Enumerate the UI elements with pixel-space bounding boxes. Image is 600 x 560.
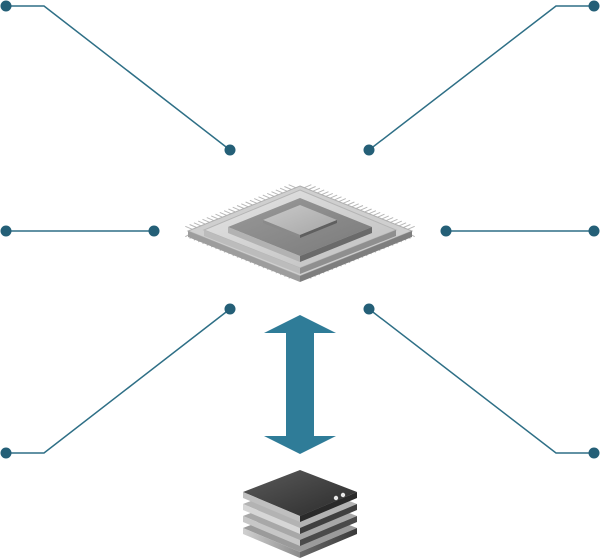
connector-bottom-left: [6, 308, 231, 454]
chip-pin: [223, 210, 232, 215]
chip-pin: [321, 191, 329, 196]
node-bottom-right-inner: [363, 303, 375, 315]
bidirectional-arrow-icon: [264, 315, 336, 454]
memory-stack-icon: [243, 470, 357, 558]
chip-pin: [267, 192, 275, 197]
node-top-left-inner: [224, 144, 236, 156]
chip-pin: [355, 205, 364, 209]
chip-pin: [215, 213, 223, 218]
chip-pin: [219, 211, 227, 216]
chip-pin: [271, 191, 279, 196]
chip-pin: [390, 218, 398, 223]
chip-pin: [275, 189, 283, 194]
chip-pin: [254, 198, 262, 203]
node-middle-left-outer: [0, 225, 12, 237]
chip-pin: [228, 208, 236, 213]
node-bottom-right-outer: [588, 447, 600, 459]
node-top-left-outer: [0, 0, 12, 12]
chip-pin: [308, 186, 316, 190]
connector-top-left: [6, 5, 231, 151]
chip-pin: [245, 201, 253, 206]
chip-pin: [198, 220, 206, 225]
chip-pin: [373, 211, 381, 216]
node-middle-right-outer: [588, 225, 600, 237]
connector-lines: [6, 5, 594, 454]
arrow-shape: [264, 315, 336, 454]
chip-pin: [330, 194, 338, 199]
chip-pin: [206, 217, 214, 222]
node-bottom-left-outer: [0, 447, 12, 459]
chip-pin: [407, 225, 415, 230]
chip-pin: [236, 205, 245, 209]
chip-pin: [342, 199, 351, 204]
chip-pin: [386, 217, 394, 222]
chip-pin: [284, 186, 292, 190]
node-middle-left-inner: [148, 225, 160, 237]
chip-pin: [189, 224, 197, 228]
chip-pin: [334, 196, 342, 201]
chip-pin: [249, 199, 258, 204]
chip-pin: [202, 218, 210, 223]
chip-pin: [338, 198, 346, 203]
chip-pin: [241, 203, 249, 208]
chip-pin: [394, 220, 402, 225]
stack-indicator-dot: [340, 492, 346, 498]
node-bottom-left-inner: [224, 303, 236, 315]
chip-pin: [351, 203, 359, 208]
chip-pin: [317, 189, 325, 194]
chip-pin: [193, 222, 202, 227]
node-middle-right-inner: [440, 225, 452, 237]
chip-pin: [398, 222, 407, 227]
chip-pin: [185, 225, 193, 230]
stack-indicator-dot: [333, 495, 339, 501]
chip-pin: [325, 192, 333, 197]
connector-nodes: [0, 0, 600, 459]
chip-pin: [368, 210, 377, 215]
chip-pin: [377, 213, 385, 218]
chip-pin: [232, 206, 240, 211]
node-top-right-inner: [363, 144, 375, 156]
chip-pin: [262, 194, 270, 199]
chip-pin: [347, 201, 355, 206]
chip-pin: [288, 184, 296, 189]
cpu-chip-icon: [185, 184, 415, 282]
chip-pin: [304, 184, 312, 189]
chip-pin: [403, 224, 411, 228]
chip-pin: [364, 208, 372, 213]
chip-pin: [211, 215, 219, 220]
chip-pin: [381, 215, 389, 220]
node-top-right-outer: [588, 0, 600, 12]
connector-top-right: [368, 5, 594, 151]
chip-pin: [312, 187, 321, 192]
connector-bottom-right: [368, 308, 594, 454]
chip-pin: [279, 187, 288, 192]
chip-pin: [258, 196, 266, 201]
chip-pin: [360, 206, 368, 211]
